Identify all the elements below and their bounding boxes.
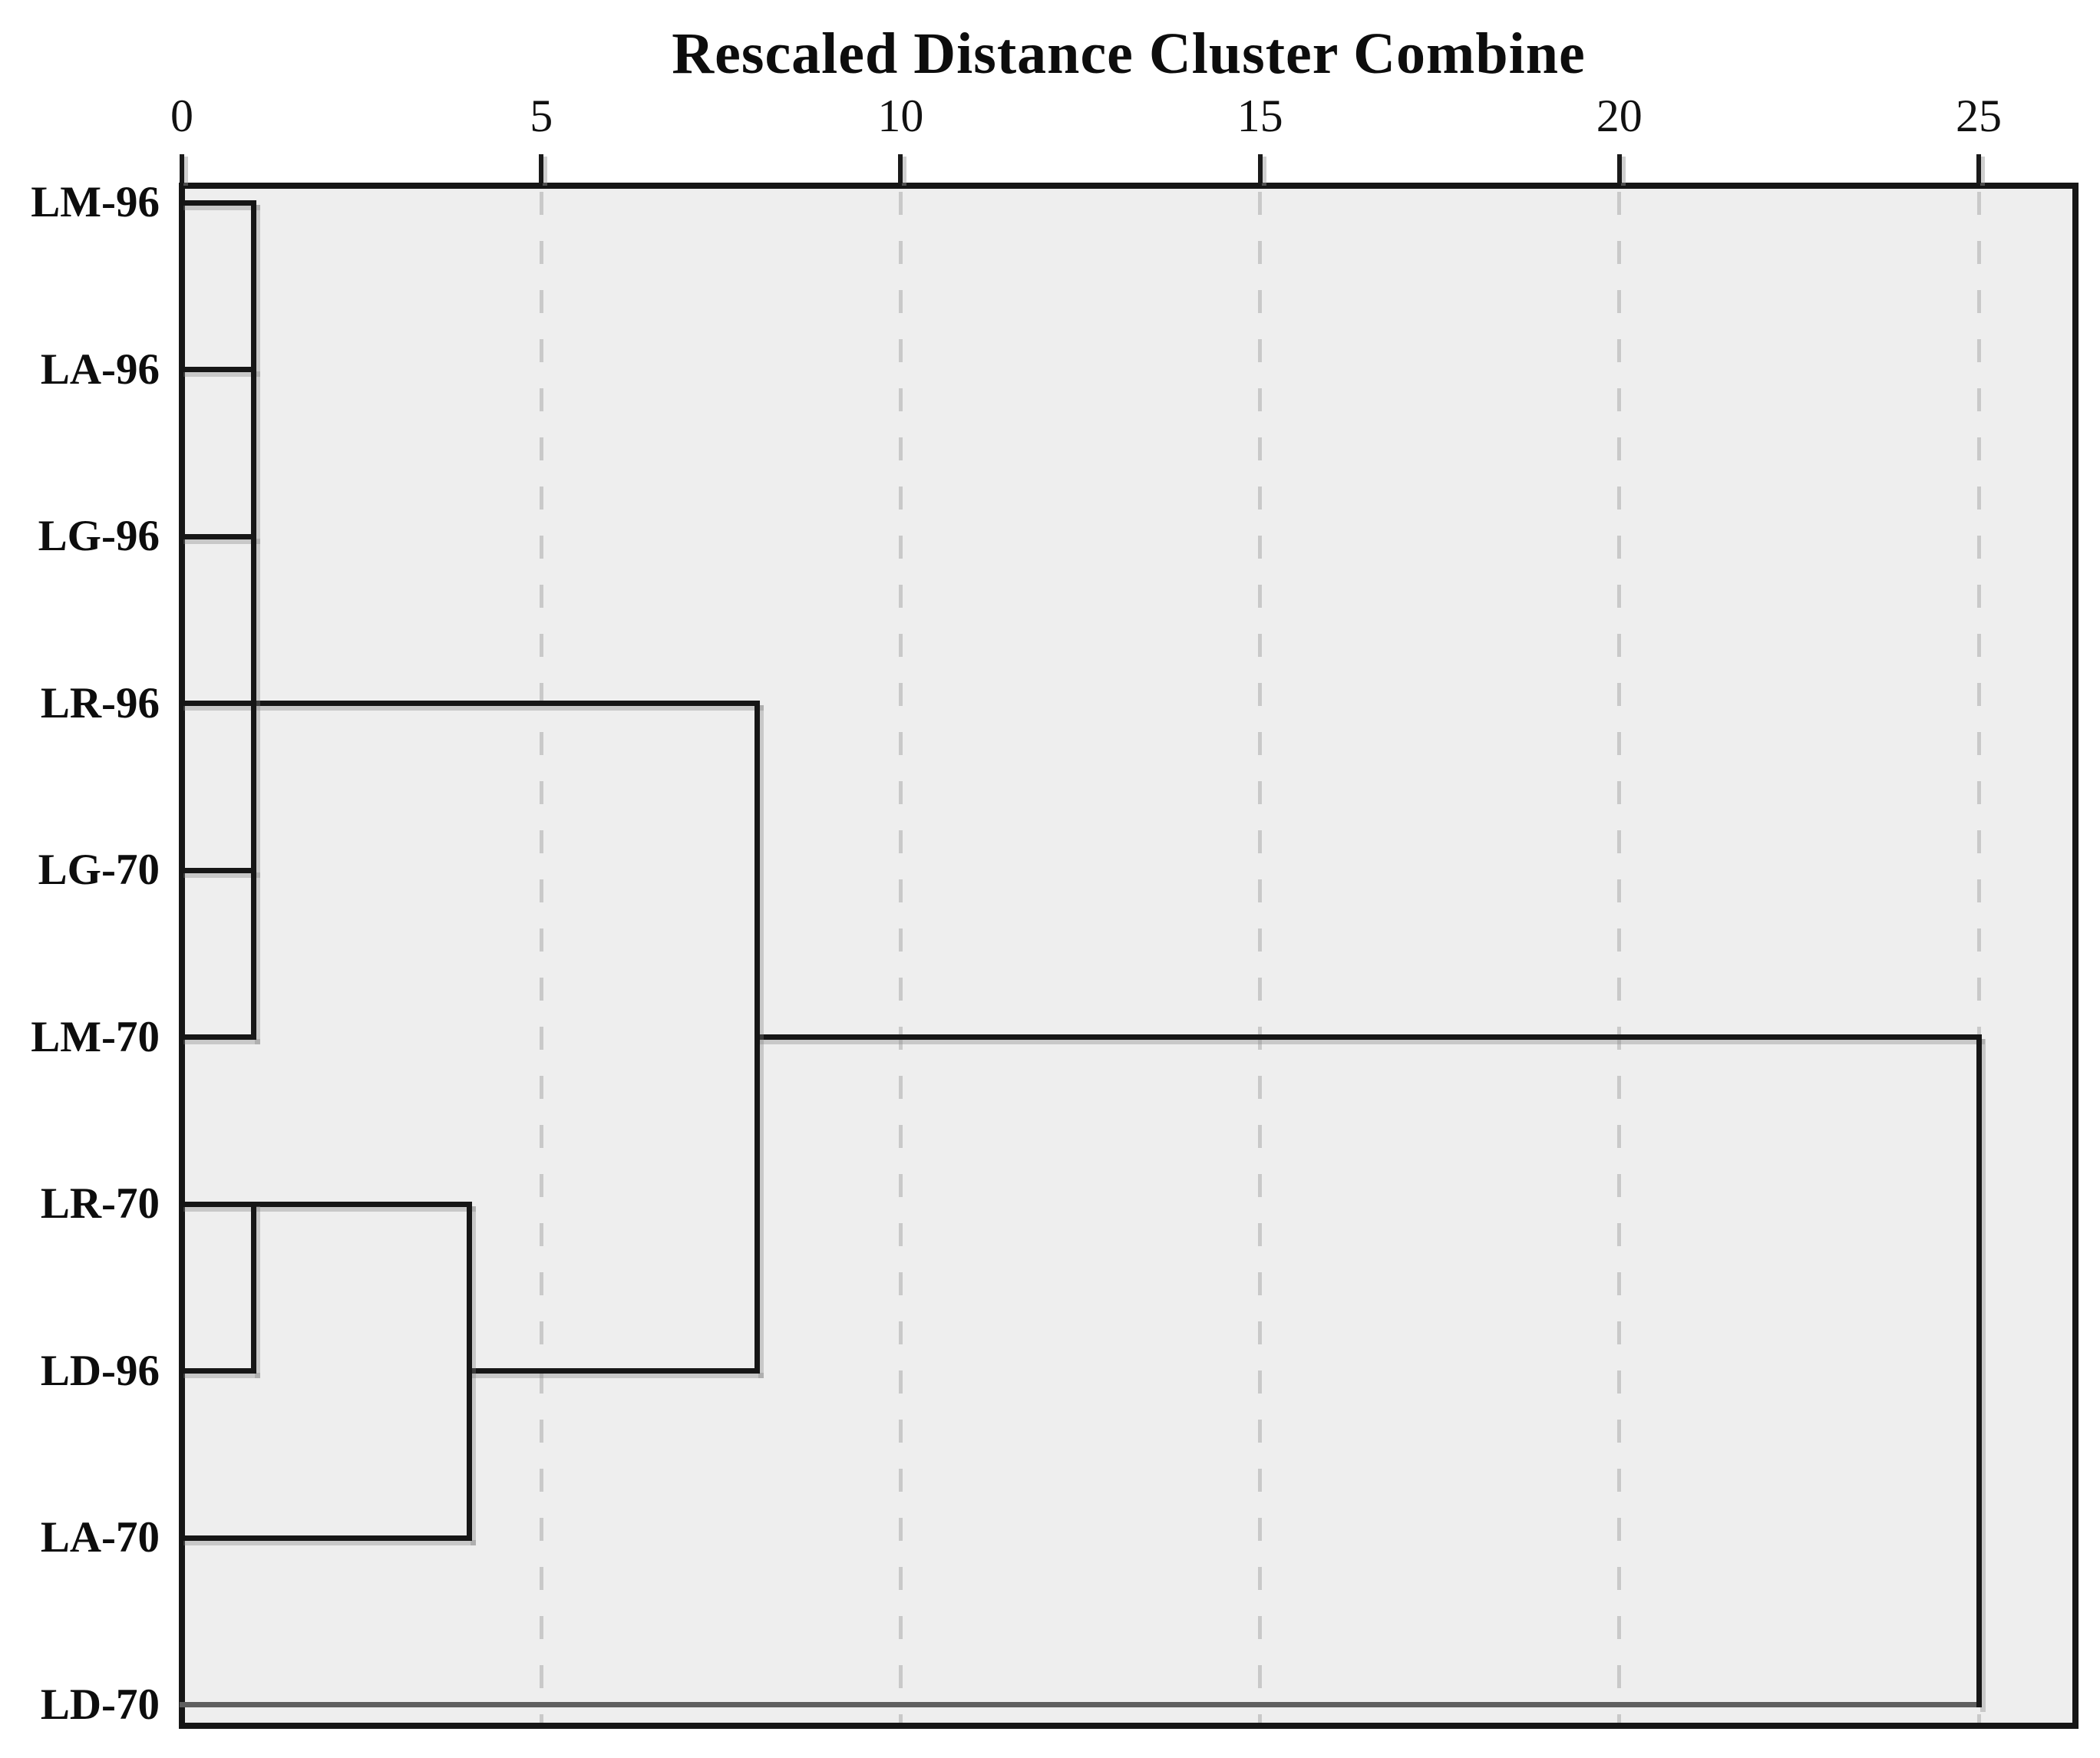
leaf-label-LR-70: LR-70 [40, 1179, 160, 1229]
dendrogram-hline-row1 [179, 367, 257, 373]
dendrogram-hline-row5 [179, 1034, 257, 1041]
dendrogram-vline-d4 [467, 1201, 473, 1541]
dendrogram-hline-row0 [179, 200, 257, 206]
dendrogram-hline-row6 [179, 1201, 473, 1207]
dendrogram-hline-row5 [754, 1034, 1982, 1041]
gridline-15 [1258, 192, 1263, 1723]
dendrogram-vline-d1 [251, 1201, 257, 1374]
dendrogram-hline-row2 [179, 533, 257, 539]
dendrogram-hline-row7 [179, 1368, 257, 1374]
gridline-25 [1976, 192, 1981, 1723]
tick-mark-5 [539, 154, 544, 183]
tick-label-20: 20 [1596, 91, 1643, 141]
leaf-label-LG-70: LG-70 [38, 846, 160, 895]
gridline-10 [898, 192, 903, 1723]
tick-label-15: 15 [1237, 91, 1283, 141]
tick-mark-0 [180, 154, 184, 183]
plot-area [179, 183, 2079, 1729]
dendrogram-hline-row4 [179, 867, 257, 873]
leaf-label-LM-70: LM-70 [31, 1012, 160, 1061]
chart-title: Rescaled Distance Cluster Combine [672, 21, 1586, 86]
tick-mark-15 [1257, 154, 1263, 183]
dendrogram-hline-row8 [179, 1535, 473, 1541]
tick-mark-20 [1616, 154, 1622, 183]
leaf-label-LD-96: LD-96 [40, 1346, 160, 1395]
tick-label-5: 5 [530, 91, 553, 141]
leaf-label-LD-70: LD-70 [40, 1680, 160, 1729]
leaf-label-LR-96: LR-96 [40, 678, 160, 727]
dendrogram-hline-row3 [179, 701, 760, 707]
tick-label-0: 0 [170, 91, 193, 141]
leaf-label-LM-96: LM-96 [31, 178, 160, 226]
dendrogram-vline-d25 [1976, 1034, 1982, 1708]
dendrogram-vline-d8 [754, 701, 760, 1374]
dendrogram-hline-row9 [179, 1702, 1982, 1708]
gridline-5 [539, 192, 543, 1723]
tick-mark-25 [1976, 154, 1981, 183]
leaf-label-LA-96: LA-96 [40, 345, 160, 394]
dendrogram-hline-row7 [467, 1368, 760, 1374]
tick-label-10: 10 [877, 91, 924, 141]
leaf-label-LG-96: LG-96 [38, 512, 160, 561]
dendrogram-vline-d1 [251, 200, 257, 1041]
leaf-label-LA-70: LA-70 [40, 1513, 160, 1562]
tick-label-25: 25 [1956, 91, 2002, 141]
tick-mark-10 [898, 154, 903, 183]
gridline-20 [1617, 192, 1622, 1723]
